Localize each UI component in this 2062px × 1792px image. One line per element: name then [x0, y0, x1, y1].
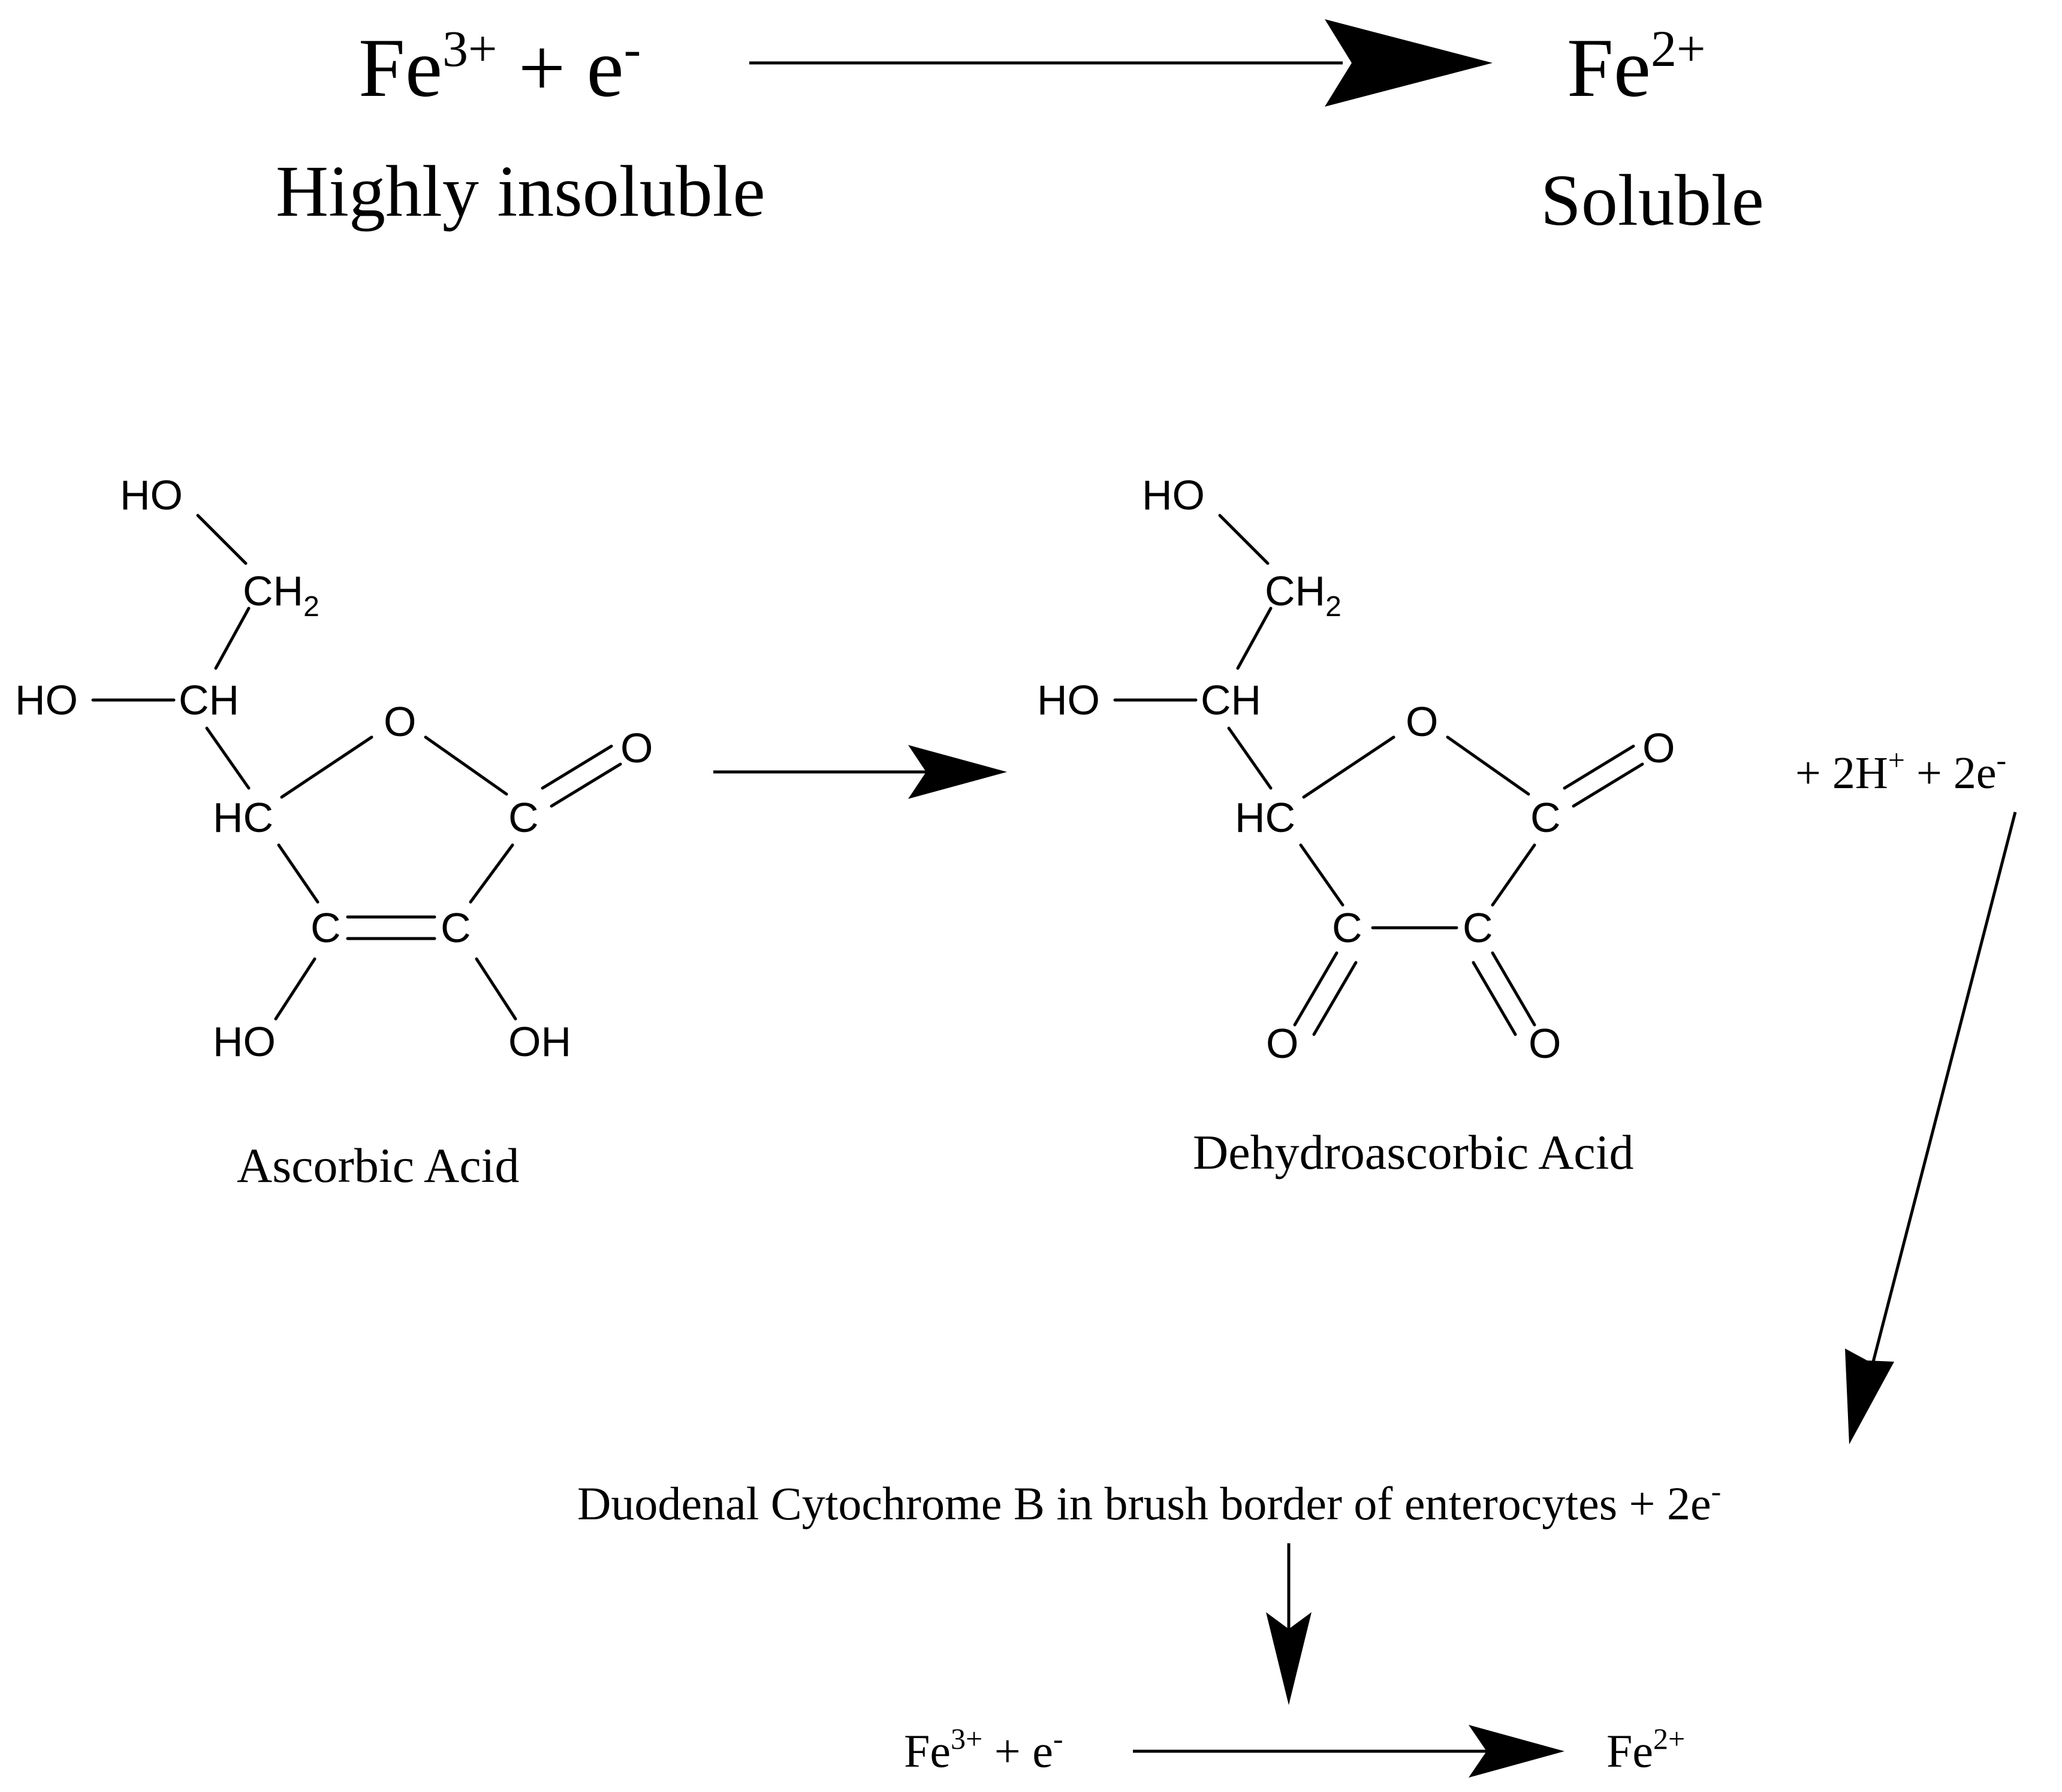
atom-ch2: CH2	[1265, 568, 1341, 623]
atom-c-right: C	[441, 904, 471, 951]
bond-carbonyl-1	[1563, 744, 1635, 790]
bond-ringo-c	[424, 735, 508, 796]
atom-o-left: O	[1266, 1020, 1298, 1067]
bond-c-cright	[469, 843, 514, 904]
atom-ho-left: HO	[15, 677, 78, 723]
bond-c-cright	[1491, 843, 1536, 907]
bond-carbonyl-1	[541, 744, 613, 790]
top-reactant-note: Highly insoluble	[276, 151, 765, 232]
bond-hc-ringo	[1302, 735, 1395, 799]
dehydroascorbic-acid-label: Dehydroascorbic Acid	[1193, 1125, 1633, 1179]
cytochrome-text: Duodenal Cytochrome B in brush border of…	[577, 1474, 1721, 1529]
bottom-reaction: Fe3+ + e- Fe2+	[904, 1722, 1685, 1778]
bond-carbonyl-2	[1572, 762, 1644, 808]
dehydroascorbic-acid-structure: HO CH2 HO CH O O HC C C C O O Dehydroasc…	[1037, 472, 1675, 1179]
atom-c-carbonyl: C	[508, 794, 539, 841]
atom-o-right: O	[1529, 1020, 1561, 1067]
cytochrome-down-arrow	[1266, 1543, 1312, 1705]
atom-ch: CH	[1201, 677, 1261, 723]
bond-cleft-ho	[274, 957, 316, 1021]
bottom-reaction-arrow	[1133, 1725, 1564, 1778]
atom-c-left: C	[310, 904, 341, 951]
bond-hc-cleft	[277, 843, 319, 904]
electron-transfer-arrow	[1845, 811, 2017, 1444]
atom-ho-bottom: HO	[213, 1018, 276, 1065]
atom-hc: HC	[213, 794, 273, 841]
bond-carbonyl-2	[550, 762, 622, 808]
ascorbic-acid-label: Ascorbic Acid	[237, 1138, 519, 1193]
bond-cright-o-1	[1491, 951, 1536, 1027]
atom-c-right: C	[1463, 904, 1493, 951]
bond-ch2-ch	[214, 607, 251, 670]
bond-cright-o-2	[1472, 961, 1517, 1036]
top-reactant: Fe3+ + e-	[358, 20, 641, 114]
bond-ho-ch2	[1218, 514, 1270, 565]
atom-ring-o: O	[1406, 698, 1438, 745]
top-reaction: Fe3+ + e- Highly insoluble Fe2+ Soluble	[276, 19, 1764, 241]
bond-hc-ringo	[280, 735, 373, 799]
atom-ch: CH	[179, 677, 239, 723]
oxidation-arrow	[713, 745, 1007, 799]
atom-c-carbonyl: C	[1530, 794, 1561, 841]
atom-c-left: C	[1332, 904, 1362, 951]
atom-carbonyl-o: O	[1642, 725, 1675, 771]
bottom-product: Fe2+	[1606, 1722, 1685, 1777]
bond-ringo-c	[1446, 735, 1530, 796]
atom-ho-left: HO	[1037, 677, 1100, 723]
bottom-reactant: Fe3+ + e-	[904, 1722, 1063, 1777]
atom-oh-bottom: OH	[508, 1018, 571, 1065]
atom-ch2: CH2	[243, 568, 319, 623]
bond-ch2-ch	[1236, 607, 1273, 670]
atom-carbonyl-o: O	[620, 725, 653, 771]
byproduct-protons-electrons: + 2H+ + 2e-	[1795, 743, 2006, 798]
top-product-note: Soluble	[1541, 160, 1764, 241]
bond-cleft-o-2	[1312, 961, 1358, 1036]
bond-hc-cleft	[1299, 843, 1344, 907]
atom-ring-o: O	[384, 698, 416, 745]
atom-ho-top: HO	[120, 472, 183, 518]
bond-cright-oh	[475, 957, 517, 1021]
top-reaction-arrow	[749, 19, 1493, 107]
atom-ho-top: HO	[1142, 472, 1205, 518]
top-product: Fe2+	[1567, 20, 1706, 114]
ascorbic-acid-structure: HO CH2 HO CH O O HC C C C HO OH Ascorbic…	[15, 472, 653, 1193]
atom-hc: HC	[1235, 794, 1295, 841]
bond-ch-hc	[205, 726, 251, 790]
bond-cleft-o-1	[1293, 951, 1339, 1027]
bond-ch-hc	[1227, 726, 1273, 790]
bond-ho-ch2	[196, 514, 248, 565]
